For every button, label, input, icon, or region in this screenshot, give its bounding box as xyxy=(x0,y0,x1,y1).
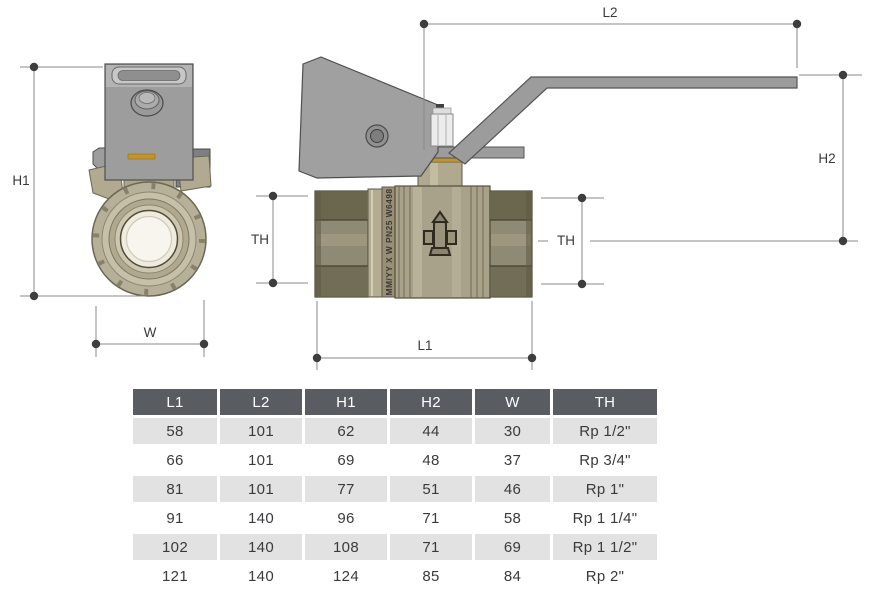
dimension-labels: H1 W TH L2 H2 TH L1 xyxy=(12,5,835,353)
table-row: 102 140 108 71 69 Rp 1 1/2" xyxy=(133,534,660,560)
handle-wing-grip xyxy=(298,56,439,179)
cell: 58 xyxy=(503,509,522,527)
cell: Rp 2" xyxy=(585,567,625,585)
cell: 102 xyxy=(133,534,217,560)
handle-lever xyxy=(448,76,798,165)
table-row: 58 101 62 44 30 Rp 1/2" xyxy=(133,418,660,444)
table-header-row: L1 L2 H1 H2 W TH xyxy=(133,389,660,415)
cell: 51 xyxy=(390,476,472,502)
cell: 71 xyxy=(390,534,472,560)
marking-band: MM/YY X W PN25 W6498 xyxy=(381,186,396,298)
technical-drawing: MM/YY X W PN25 W6498 xyxy=(12,5,862,370)
nut-facets xyxy=(93,183,205,295)
cell: 46 xyxy=(475,476,550,502)
cell: 69 xyxy=(337,451,355,469)
cell: Rp 3/4" xyxy=(579,451,631,469)
header-cell-l1: L1 xyxy=(133,389,217,415)
dimension-dots xyxy=(29,19,848,363)
cell: 69 xyxy=(475,534,550,560)
cell: 37 xyxy=(503,451,522,469)
table-row: 91 140 96 71 58 Rp 1 1/4" xyxy=(133,505,660,531)
cell: 85 xyxy=(422,567,440,585)
cell: 44 xyxy=(390,418,472,444)
dimension-table: L1 L2 H1 H2 W TH 58 101 62 44 30 Rp 1/2"… xyxy=(133,389,660,592)
side-center-body xyxy=(394,185,491,299)
h1-label: H1 xyxy=(12,173,29,188)
cell: 84 xyxy=(503,567,522,585)
cell: 108 xyxy=(305,534,387,560)
cell: 101 xyxy=(248,451,274,469)
cell: 91 xyxy=(166,509,184,527)
side-left-end-cap xyxy=(314,190,369,298)
header-cell-h2: H2 xyxy=(390,389,472,415)
cell: 66 xyxy=(166,451,184,469)
cell: 124 xyxy=(333,567,359,585)
cell: 101 xyxy=(220,476,302,502)
cell: Rp 1/2" xyxy=(553,418,657,444)
header-cell-th: TH xyxy=(553,389,657,415)
th-front-dimension xyxy=(256,195,308,284)
l2-dimension xyxy=(423,23,798,150)
table-row: 121 140 124 85 84 Rp 2" xyxy=(133,563,660,589)
th-side-label: TH xyxy=(557,233,575,248)
cell: 62 xyxy=(305,418,387,444)
cell: 71 xyxy=(422,509,440,527)
bracket-screw xyxy=(130,89,164,117)
l1-dimension xyxy=(316,301,533,370)
valve-emblem-icon xyxy=(423,210,457,256)
stem-nut xyxy=(430,104,454,147)
th-front-label: TH xyxy=(251,232,269,247)
cell: 81 xyxy=(133,476,217,502)
cell: 140 xyxy=(248,509,274,527)
cell: 121 xyxy=(162,567,188,585)
body-marking-text: MM/YY X W PN25 W6498 xyxy=(384,188,394,295)
cell: Rp 1 1/2" xyxy=(553,534,657,560)
stem-washer xyxy=(127,153,156,160)
mounting-bracket xyxy=(104,63,194,181)
cell: 140 xyxy=(220,534,302,560)
w-label: W xyxy=(144,325,157,340)
header-cell-l2: L2 xyxy=(220,389,302,415)
l1-label: L1 xyxy=(417,338,432,353)
th-side-dimension xyxy=(541,197,604,285)
l2-label: L2 xyxy=(602,5,617,20)
h2-dimension xyxy=(538,74,862,242)
front-valve-body xyxy=(91,181,207,297)
side-view: MM/YY X W PN25 W6498 xyxy=(298,56,798,299)
cell: 58 xyxy=(133,418,217,444)
cell: 48 xyxy=(422,451,440,469)
cell: 30 xyxy=(475,418,550,444)
cell: 101 xyxy=(220,418,302,444)
header-cell-w: W xyxy=(475,389,550,415)
h2-label: H2 xyxy=(818,151,835,166)
cell: Rp 1 1/4" xyxy=(572,509,638,527)
table-row: 66 101 69 48 37 Rp 3/4" xyxy=(133,447,660,473)
side-collar xyxy=(367,188,383,298)
header-cell-h1: H1 xyxy=(305,389,387,415)
cell: Rp 1" xyxy=(553,476,657,502)
table-row: 81 101 77 51 46 Rp 1" xyxy=(133,476,660,502)
cell: 96 xyxy=(337,509,355,527)
dimension-lines xyxy=(20,23,862,370)
cell: 77 xyxy=(305,476,387,502)
cell: 140 xyxy=(248,567,274,585)
side-right-end-cap xyxy=(489,190,533,298)
front-view xyxy=(88,63,212,297)
